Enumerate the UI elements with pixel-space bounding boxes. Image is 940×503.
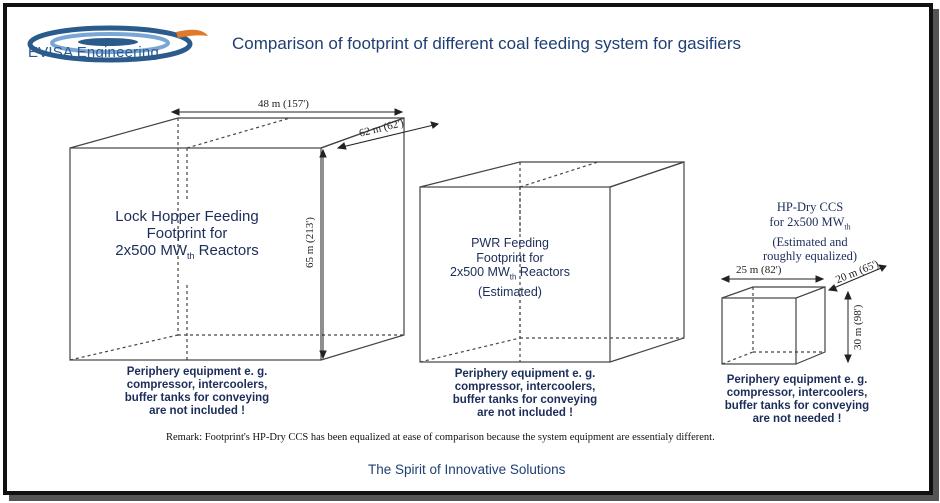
note-line: buffer tanks for conveying [452, 394, 598, 406]
pwr-mw: 2x500 MW [450, 265, 510, 279]
hp-dry-sub: th [844, 222, 851, 231]
pwr-label: PWR Feeding Footprint for 2x500 MWth Rea… [430, 236, 590, 300]
slide-frame [3, 3, 933, 495]
hp-dry-width-label: 25 m (82') [736, 264, 782, 276]
hp-dry-label-line4: roughly equalized) [762, 249, 858, 263]
note-line: buffer tanks for conveying [124, 392, 270, 404]
hp-dry-label-line3: (Estimated and [772, 234, 848, 249]
note-line: compressor, intercoolers, [126, 379, 268, 391]
note-line: Periphery equipment e. g. [726, 374, 868, 386]
note-line: compressor, intercoolers, [726, 387, 868, 399]
lock-hopper-reactors: Reactors [194, 242, 259, 259]
lock-hopper-note: Periphery equipment e. g. compressor, in… [112, 366, 282, 418]
pwr-label-line3: 2x500 MWth Reactors [430, 265, 590, 285]
pwr-label-line1: PWR Feeding [471, 236, 549, 250]
pwr-label-line2: Footprint for [476, 250, 544, 265]
lock-hopper-mw: 2x500 MW [115, 242, 187, 259]
lock-hopper-dimensions [170, 108, 440, 360]
hp-dry-height-label: 30 m (98') [852, 304, 864, 350]
logo-text: EVISA Engineering [28, 44, 159, 61]
lock-hopper-label-line3: 2x500 MWth Reactors [92, 242, 282, 265]
pwr-label-line4: (Estimated) [478, 285, 542, 299]
hp-dry-dimensions [720, 264, 887, 364]
pwr-box [419, 161, 685, 363]
note-line: are not included ! [149, 405, 245, 417]
lock-hopper-sub: th [186, 251, 195, 261]
hp-dry-mw: for 2x500 MW [769, 214, 845, 229]
lock-hopper-label: Lock Hopper Feeding Footprint for 2x500 … [92, 208, 282, 265]
hp-dry-label: HP-Dry CCS for 2x500 MWth (Estimated and… [745, 200, 875, 264]
note-line: buffer tanks for conveying [724, 400, 870, 412]
pwr-sub: th [509, 272, 517, 282]
lock-hopper-height-label: 65 m (213') [304, 217, 316, 268]
pwr-reactors: Reactors [516, 265, 570, 279]
lock-hopper-label-line1: Lock Hopper Feeding [115, 208, 259, 225]
lock-hopper-box [69, 117, 405, 361]
note-line: compressor, intercoolers, [454, 381, 596, 393]
hp-dry-note: Periphery equipment e. g. compressor, in… [712, 374, 882, 426]
hp-dry-label-line1: HP-Dry CCS [776, 200, 844, 214]
note-line: are not included ! [477, 407, 573, 419]
note-line: Periphery equipment e. g. [126, 366, 268, 378]
hp-dry-label-line2: for 2x500 MWth [745, 215, 875, 235]
hp-dry-box [721, 286, 826, 365]
note-line: Periphery equipment e. g. [454, 368, 596, 380]
lock-hopper-label-line2: Footprint for [146, 225, 228, 242]
page-title: Comparison of footprint of different coa… [232, 34, 741, 53]
logo-swirl-icon [27, 25, 208, 63]
lock-hopper-width-label: 48 m (157') [258, 98, 309, 110]
evisa-logo [26, 22, 216, 87]
remark-text: Remark: Footprint's HP-Dry CCS has been … [166, 432, 715, 443]
note-line: are not needed ! [752, 413, 842, 425]
slogan-text: The Spirit of Innovative Solutions [368, 462, 566, 477]
pwr-note: Periphery equipment e. g. compressor, in… [440, 368, 610, 420]
